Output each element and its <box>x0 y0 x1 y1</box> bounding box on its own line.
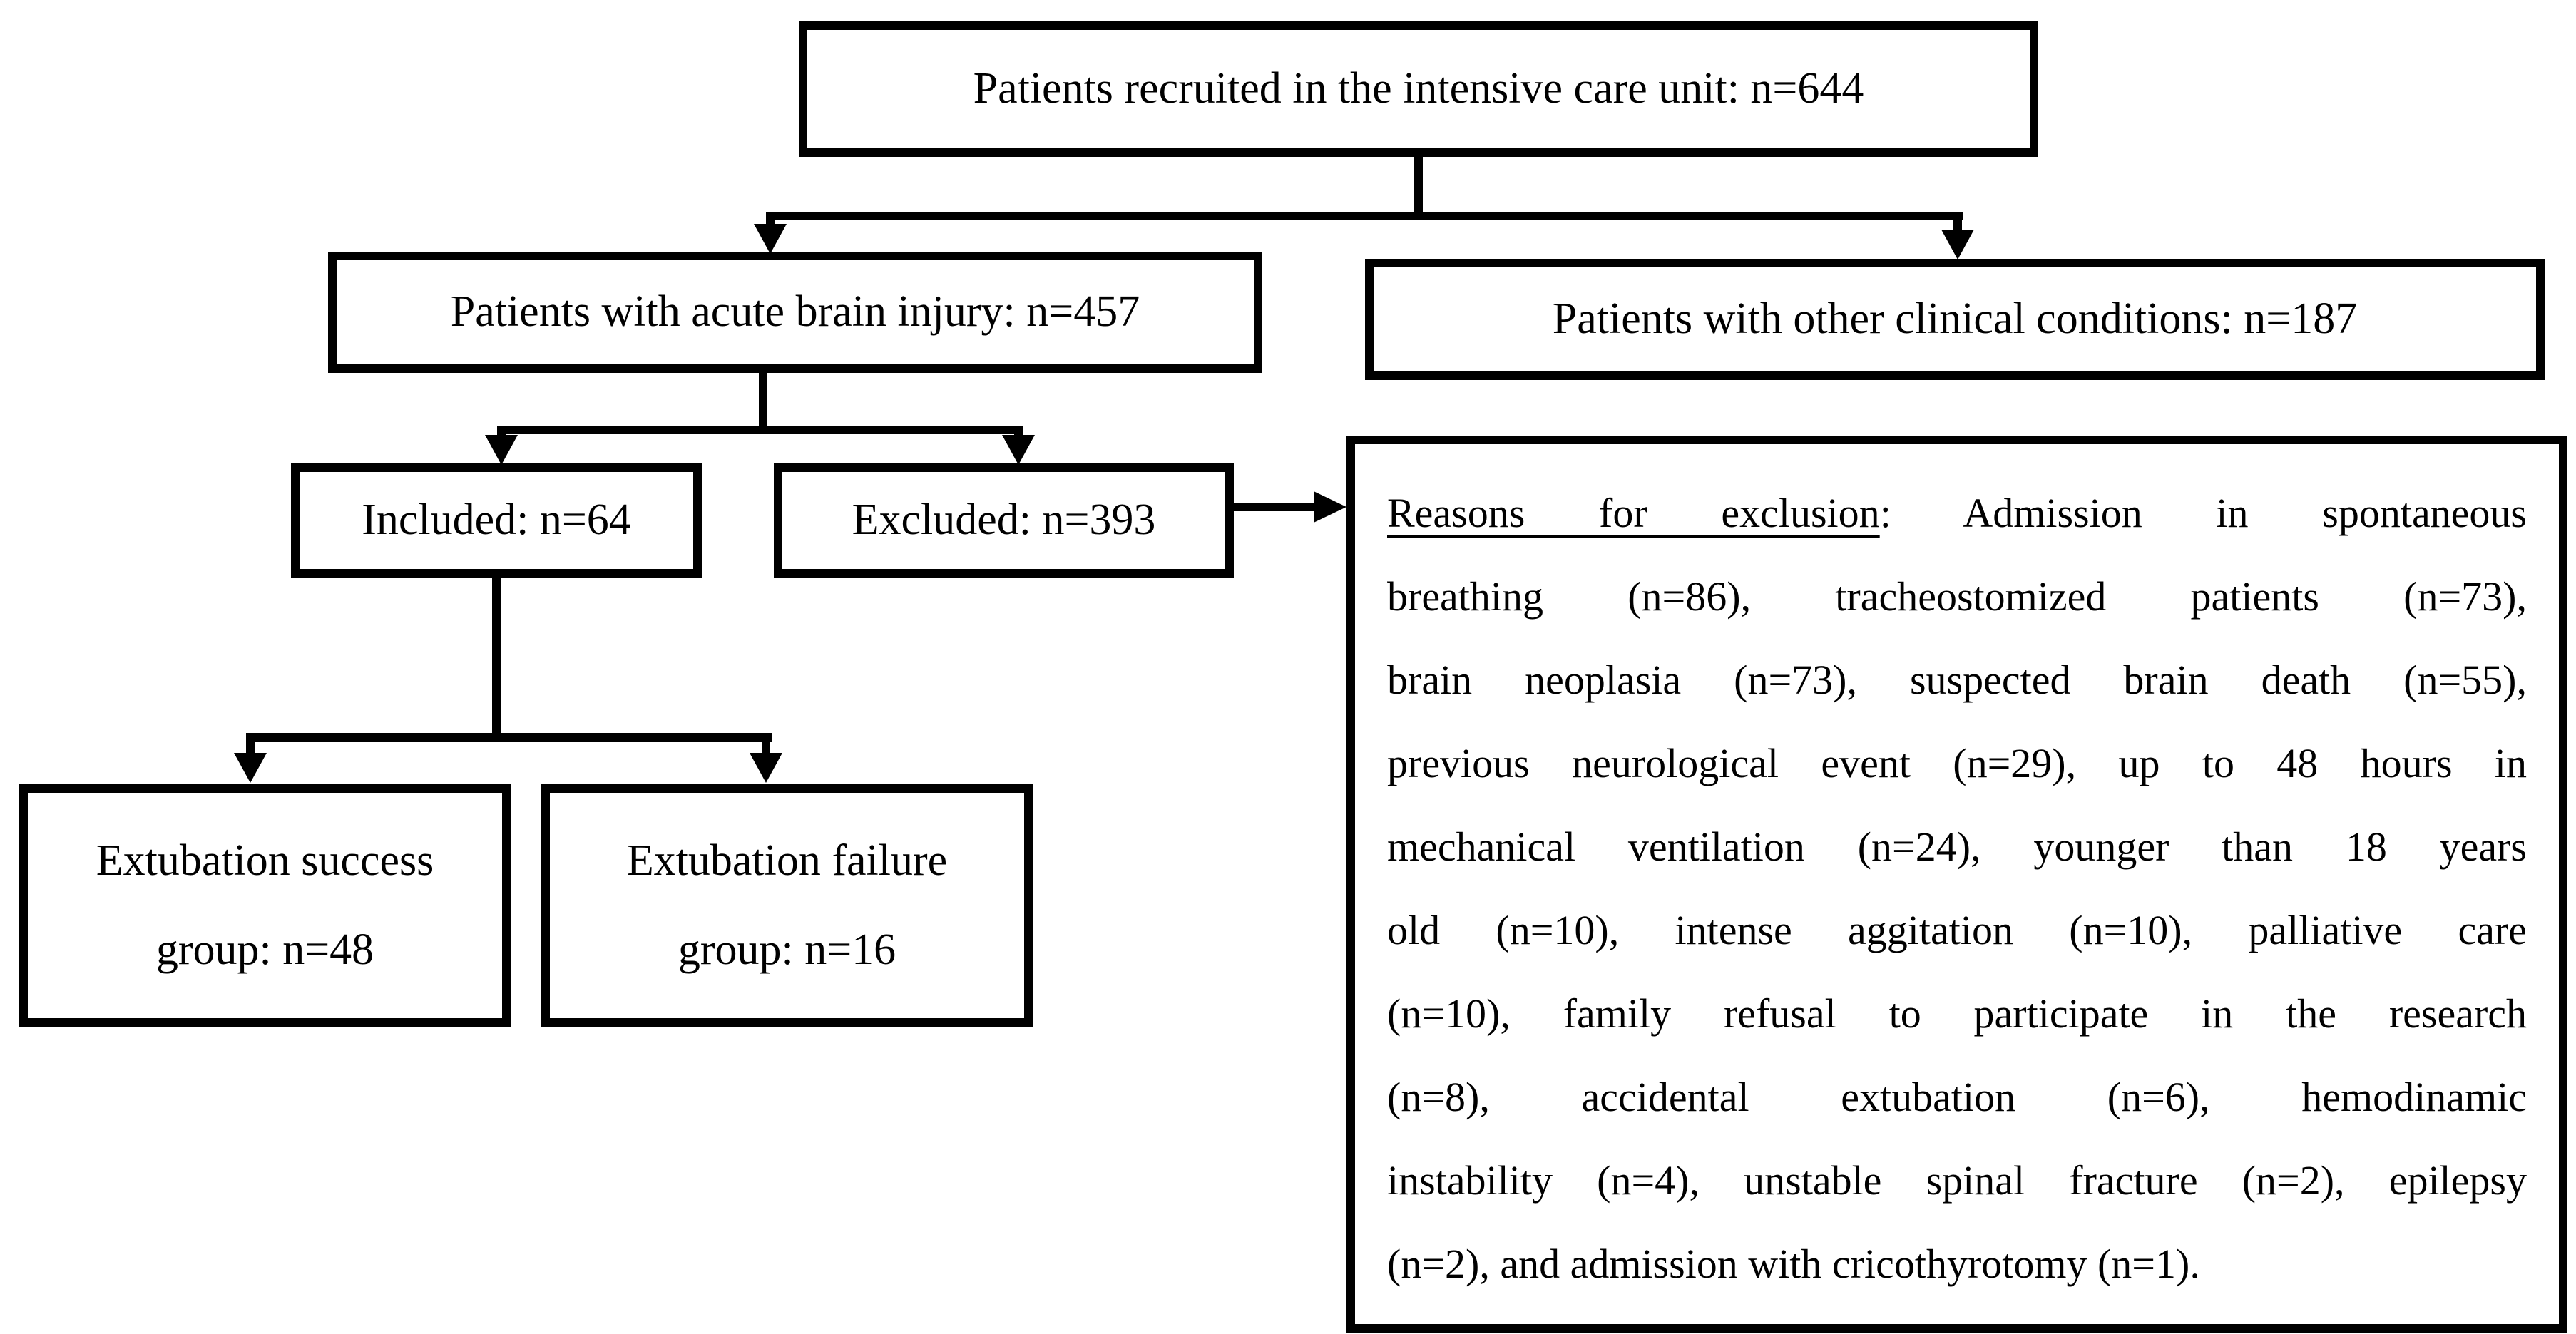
box-included-label: Included: n=64 <box>362 496 631 545</box>
exclusion-line: (n=8), accidental extubation (n=6), hemo… <box>1387 1074 2527 1120</box>
box-extubation-success: Extubation success group: n=48 <box>19 784 511 1027</box>
connector-line <box>246 733 772 742</box>
exclusion-heading: Reasons for exclusion <box>1387 490 1880 536</box>
arrow-right-icon <box>1314 491 1346 523</box>
box-extubation-success-line2: group: n=48 <box>155 925 374 974</box>
exclusion-line: Reasons for exclusion: Admission in spon… <box>1387 471 2527 555</box>
box-excluded-label: Excluded: n=393 <box>852 496 1156 545</box>
arrow-down-icon <box>754 224 787 254</box>
connector-line <box>762 733 770 756</box>
arrow-down-icon <box>485 435 518 465</box>
arrow-down-icon <box>1002 435 1035 465</box>
exclusion-line: mechanical ventilation (n=24), younger t… <box>1387 824 2527 870</box>
exclusion-line: (n=10), family refusal to participate in… <box>1387 990 2527 1037</box>
exclusion-line: brain neoplasia (n=73), suspected brain … <box>1387 657 2527 703</box>
exclusion-line: breathing (n=86), tracheostomized patien… <box>1387 573 2527 620</box>
exclusion-line: old (n=10), intense aggitation (n=10), p… <box>1387 907 2527 953</box>
arrow-down-icon <box>234 753 267 783</box>
exclusion-line: (n=2), and admission with cricothyrotomy… <box>1387 1241 2200 1287</box>
box-extubation-success-line1: Extubation success <box>96 836 434 885</box>
connector-line <box>497 426 1023 434</box>
box-brain-injury: Patients with acute brain injury: n=457 <box>328 252 1262 373</box>
connector-line <box>1234 503 1319 511</box>
box-other-conditions-label: Patients with other clinical conditions:… <box>1552 294 2358 344</box>
box-other-conditions: Patients with other clinical conditions:… <box>1365 259 2545 380</box>
box-included: Included: n=64 <box>291 463 702 578</box>
exclusion-line: previous neurological event (n=29), up t… <box>1387 740 2527 786</box>
box-extubation-failure-line1: Extubation failure <box>626 836 948 885</box>
exclusion-heading-rest: : Admission in spontaneous <box>1879 490 2527 536</box>
box-brain-injury-label: Patients with acute brain injury: n=457 <box>450 287 1140 337</box>
connector-line <box>492 578 501 737</box>
connector-line <box>766 212 1963 220</box>
arrow-down-icon <box>1941 230 1974 260</box>
box-recruited-label: Patients recruited in the intensive care… <box>973 64 1864 113</box>
box-recruited: Patients recruited in the intensive care… <box>799 21 2038 157</box>
box-extubation-failure: Extubation failure group: n=16 <box>541 784 1033 1027</box>
connector-line <box>1414 157 1423 220</box>
box-extubation-failure-line2: group: n=16 <box>678 925 896 974</box>
arrow-down-icon <box>750 753 782 783</box>
exclusion-line: instability (n=4), unstable spinal fract… <box>1387 1157 2527 1204</box>
box-excluded: Excluded: n=393 <box>774 463 1234 578</box>
connector-line <box>759 373 767 430</box>
connector-line <box>246 733 255 756</box>
connector-line <box>1953 212 1962 232</box>
box-exclusion-reasons: Reasons for exclusion: Admission in spon… <box>1346 436 2567 1333</box>
